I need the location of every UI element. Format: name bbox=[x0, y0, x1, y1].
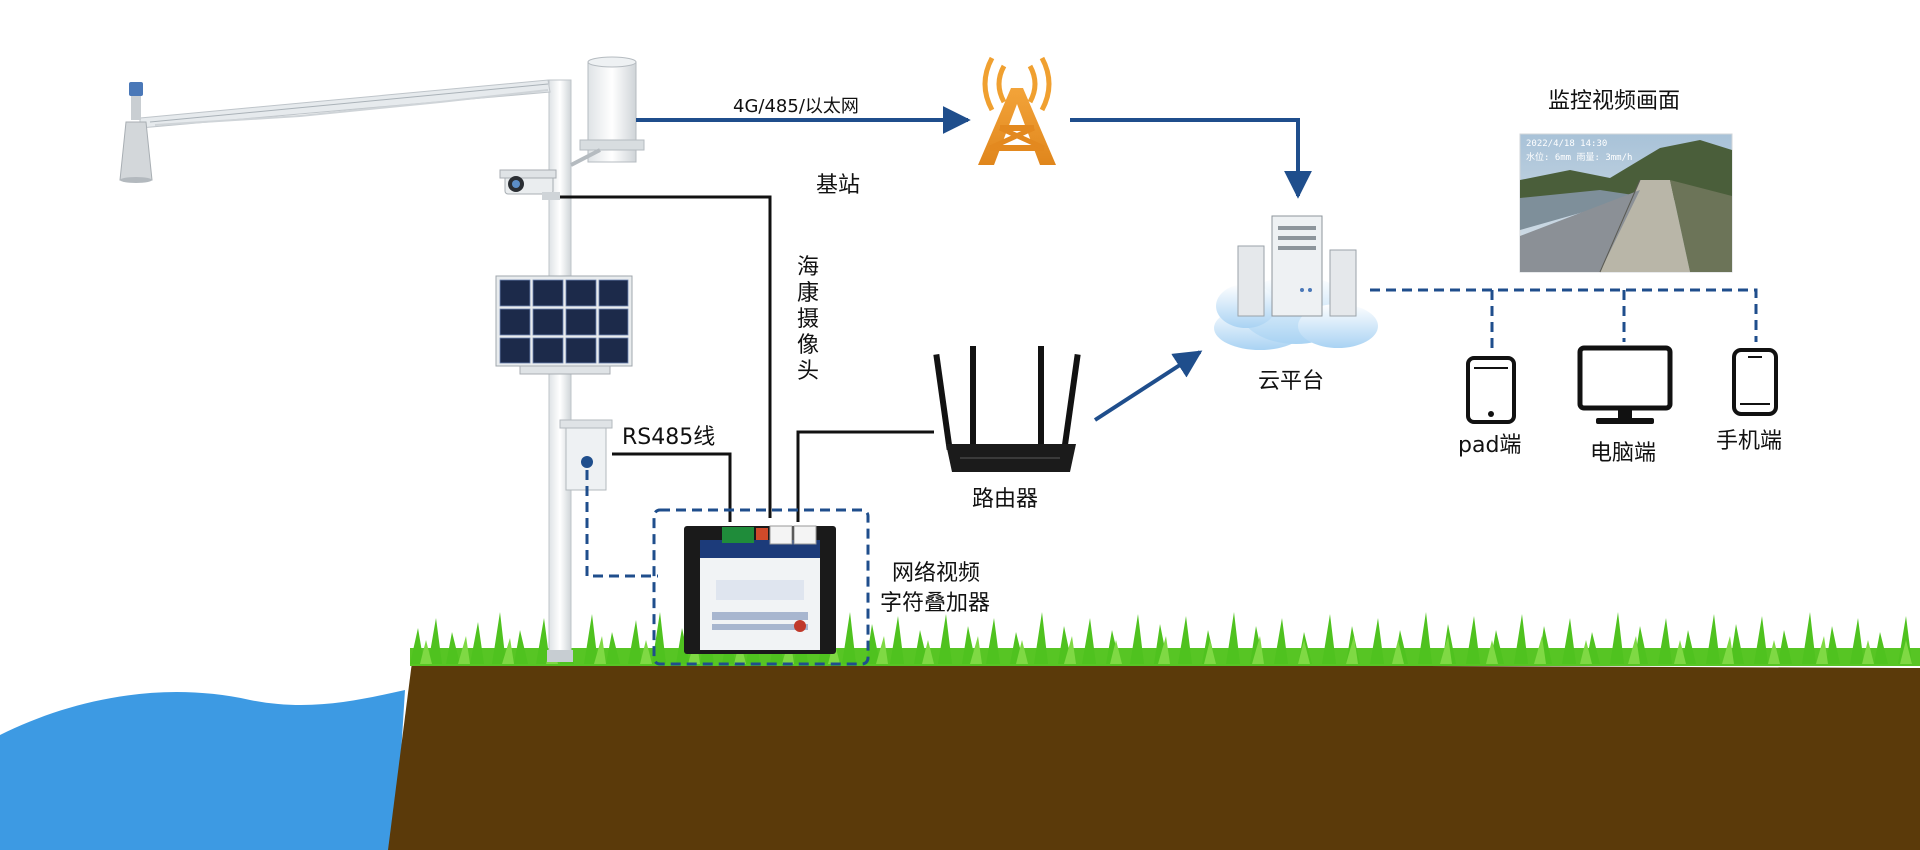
camera-label: 海康摄像头 bbox=[797, 255, 819, 384]
ground bbox=[388, 662, 1920, 850]
cloud-to-devices-links bbox=[1370, 288, 1758, 350]
monitoring-pole bbox=[139, 79, 573, 662]
wired-connections bbox=[560, 195, 934, 522]
solar-panel-icon bbox=[495, 275, 633, 375]
overlay-label-line1: 网络视频 bbox=[892, 561, 980, 586]
tower-to-cloud-arrow bbox=[1070, 118, 1312, 199]
overlay-label-line2: 字符叠加器 bbox=[880, 591, 990, 616]
pad-label: pad端 bbox=[1458, 433, 1521, 458]
pc-label: 电脑端 bbox=[1590, 441, 1656, 466]
radar-sensor-icon bbox=[119, 82, 153, 183]
monitor-icon bbox=[1577, 345, 1673, 424]
router-to-cloud-arrow bbox=[1093, 350, 1203, 422]
grass bbox=[410, 612, 1920, 666]
camera-icon bbox=[499, 169, 560, 200]
overlay-device-frame bbox=[652, 508, 870, 666]
monitor-title: 监控视频画面 bbox=[1548, 89, 1680, 114]
video-overlay-line2: 水位: 6mm 雨量: 3mm/h bbox=[1526, 151, 1632, 163]
tower-icon bbox=[978, 56, 1056, 165]
cloud-label: 云平台 bbox=[1258, 369, 1324, 394]
camera-label-vertical: 海康摄像头 bbox=[797, 255, 819, 384]
rs485-label: RS485线 bbox=[622, 425, 715, 450]
tablet-icon bbox=[1466, 356, 1516, 424]
base-station-label: 基站 bbox=[816, 173, 860, 198]
link-label: 4G/485/以太网 bbox=[733, 96, 859, 117]
video-overlay-line1: 2022/4/18 14:30 bbox=[1526, 139, 1607, 149]
video-character-overlay-device bbox=[684, 525, 836, 654]
phone-icon bbox=[1732, 348, 1778, 416]
router-label: 路由器 bbox=[972, 487, 1038, 512]
dashed-link-pole bbox=[585, 470, 658, 578]
monitor-video-frame bbox=[1519, 133, 1733, 273]
rain-gauge-icon bbox=[570, 56, 645, 167]
router-icon bbox=[933, 346, 1081, 472]
cloud-server-icon bbox=[1214, 215, 1378, 350]
water bbox=[0, 690, 405, 850]
phone-label: 手机端 bbox=[1716, 429, 1782, 454]
